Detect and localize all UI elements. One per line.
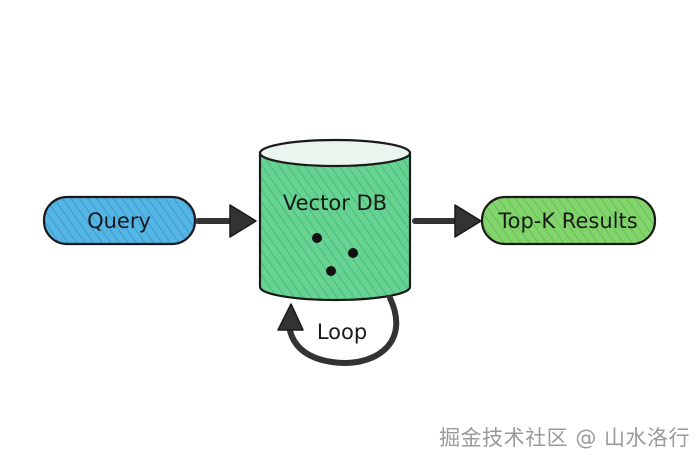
loop-arrow: Loop bbox=[277, 295, 400, 366]
loop-label: Loop bbox=[317, 320, 367, 344]
vector-point bbox=[348, 248, 358, 258]
arrow-db-to-results bbox=[412, 204, 482, 238]
vector-db-cylinder: Vector DB bbox=[258, 138, 412, 302]
arrow-query-to-db bbox=[195, 204, 257, 238]
vector-point bbox=[312, 233, 322, 243]
results-label: Top-K Results bbox=[497, 209, 637, 233]
vector-db-label: Vector DB bbox=[283, 191, 387, 215]
query-node: Query bbox=[42, 195, 197, 246]
vector-point bbox=[326, 266, 336, 276]
query-label: Query bbox=[87, 209, 151, 233]
watermark: 掘金技术社区 @ 山水洛行 bbox=[439, 426, 690, 450]
results-node: Top-K Results bbox=[480, 195, 657, 246]
